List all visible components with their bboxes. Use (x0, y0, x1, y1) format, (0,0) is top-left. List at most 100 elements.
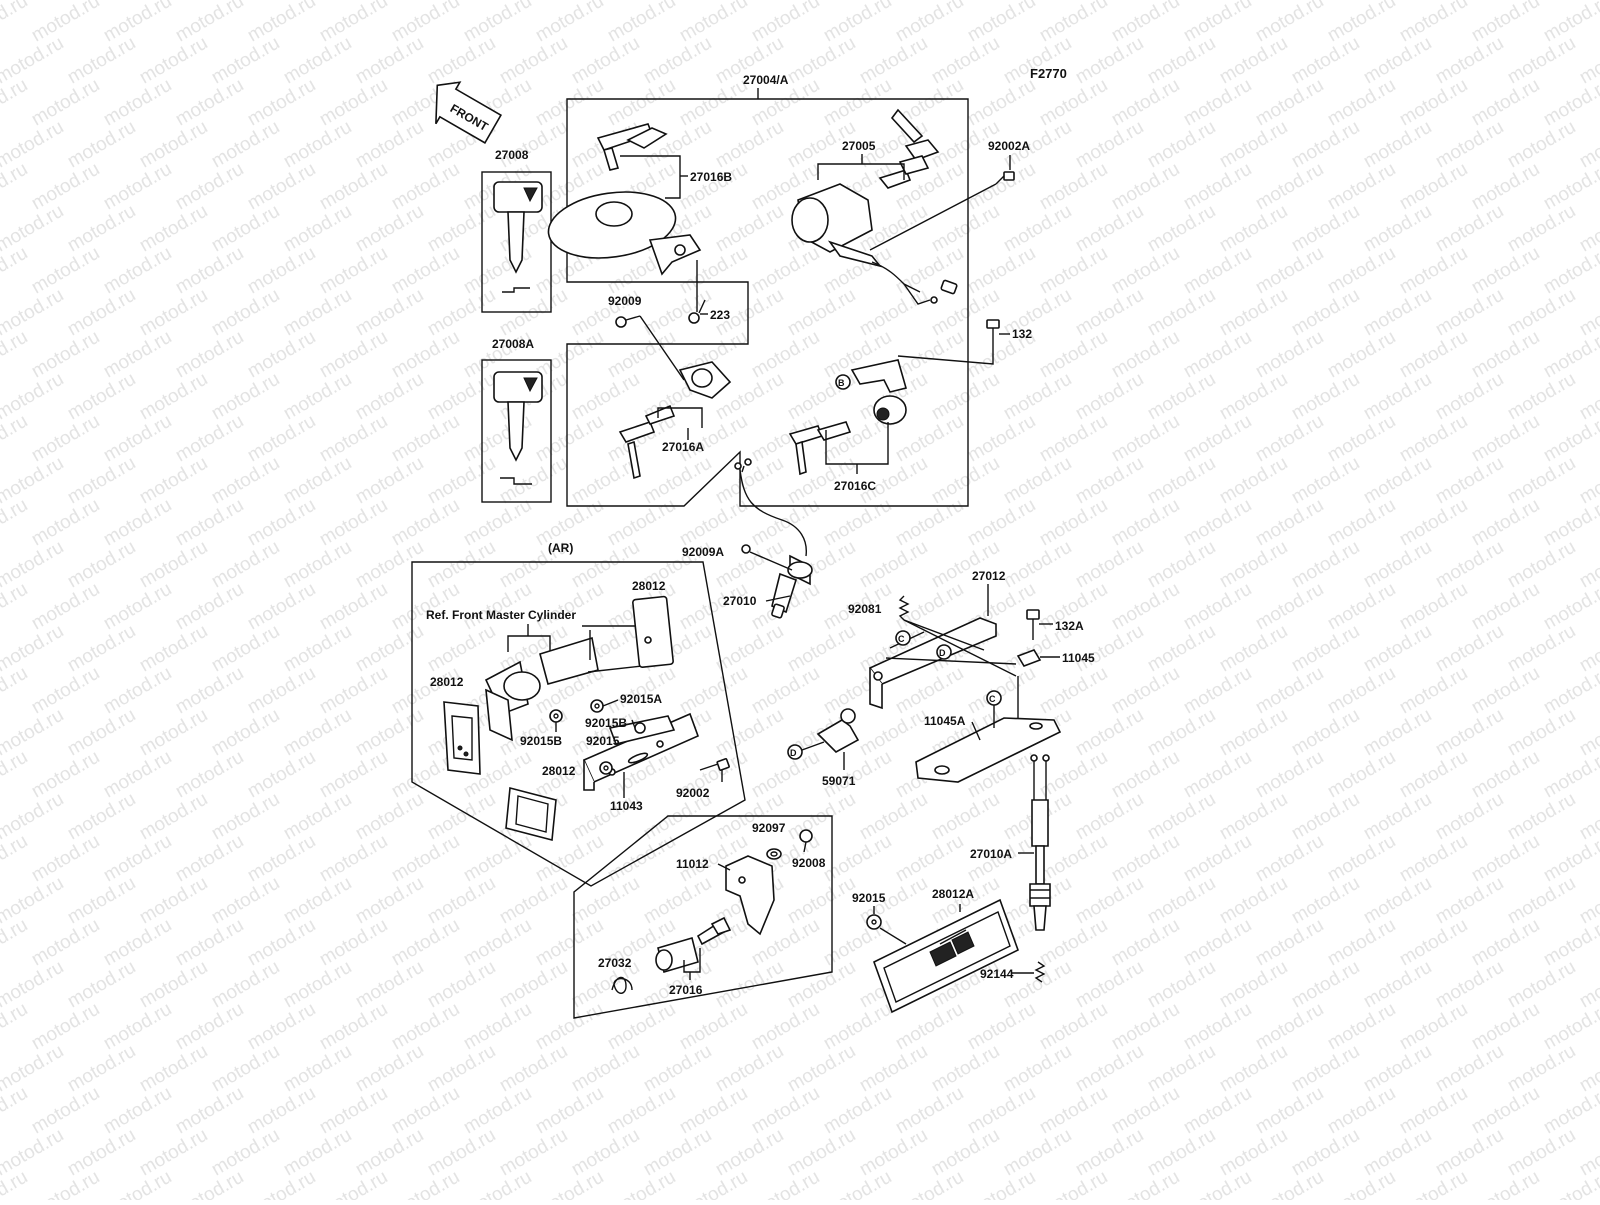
label-92097: 92097 (752, 821, 786, 835)
watermark-text: motod.ru (712, 1041, 787, 1097)
watermark-text: motod.ru (100, 747, 175, 803)
watermark-text: motod.ru (1036, 999, 1111, 1055)
watermark-text: motod.ru (1432, 873, 1507, 929)
watermark-text: motod.ru (424, 621, 499, 677)
watermark-text: motod.ru (1468, 747, 1543, 803)
watermark-text: motod.ru (604, 495, 679, 551)
watermark-text: motod.ru (1396, 999, 1471, 1055)
watermark-text: motod.ru (1468, 243, 1543, 299)
label-11012: 11012 (676, 857, 709, 871)
watermark-text: motod.ru (1396, 831, 1471, 887)
watermark-text: motod.ru (1288, 1125, 1363, 1181)
watermark-text: motod.ru (604, 75, 679, 131)
watermark-text: motod.ru (604, 327, 679, 383)
watermark-text: motod.ru (1144, 285, 1219, 341)
watermark-text: motod.ru (1324, 159, 1399, 215)
watermark-text: motod.ru (352, 453, 427, 509)
watermark-text: motod.ru (1144, 369, 1219, 425)
callout-d-upper: D (936, 644, 952, 660)
watermark-text: motod.ru (820, 999, 895, 1055)
watermark-text: motod.ru (424, 789, 499, 845)
watermark-text: motod.ru (208, 957, 283, 1013)
watermark-text: motod.ru (352, 873, 427, 929)
watermark-text: motod.ru (172, 999, 247, 1055)
label-92015b-lower: 92015B (520, 734, 562, 748)
watermark-text: motod.ru (280, 1041, 355, 1097)
watermark-text: motod.ru (316, 0, 391, 46)
watermark-text: motod.ru (1504, 369, 1579, 425)
watermark-text: motod.ru (928, 369, 1003, 425)
watermark-text: motod.ru (352, 1125, 427, 1181)
watermark-text: motod.ru (1504, 789, 1579, 845)
watermark-text: motod.ru (1504, 537, 1579, 593)
watermark-text: motod.ru (748, 327, 823, 383)
watermark-text: motod.ru (1036, 243, 1111, 299)
reflector-28012-left-icon (443, 701, 481, 775)
watermark-text: motod.ru (352, 537, 427, 593)
key-27008-icon (493, 181, 543, 293)
watermark-text: motod.ru (676, 663, 751, 719)
watermark-text: motod.ru (1180, 579, 1255, 635)
watermark-text: motod.ru (1036, 327, 1111, 383)
label-11045a: 11045A (924, 714, 966, 728)
watermark-text: motod.ru (1468, 1083, 1543, 1139)
watermark-text: motod.ru (1432, 789, 1507, 845)
watermark-text: motod.ru (1324, 747, 1399, 803)
watermark-text: motod.ru (1072, 873, 1147, 929)
watermark-text: motod.ru (316, 999, 391, 1055)
watermark-text: motod.ru (1288, 537, 1363, 593)
watermark-text: motod.ru (28, 243, 103, 299)
watermark-text: motod.ru (1108, 1083, 1183, 1139)
reflector-28012-right-icon (632, 595, 674, 668)
watermark-text: motod.ru (1360, 453, 1435, 509)
label-27010a: 27010A (970, 847, 1012, 861)
watermark-text: motod.ru (1036, 411, 1111, 467)
watermark-text: motod.ru (388, 243, 463, 299)
watermark-text: motod.ru (1108, 0, 1183, 46)
watermark-text: motod.ru (676, 1083, 751, 1139)
watermark-text: motod.ru (1432, 1041, 1507, 1097)
watermark-text: motod.ru (784, 285, 859, 341)
watermark-text: motod.ru (604, 663, 679, 719)
watermark-text: motod.ru (928, 1125, 1003, 1181)
watermark-text: motod.ru (1252, 999, 1327, 1055)
watermark-text: motod.ru (964, 1083, 1039, 1139)
watermark-text: motod.ru (964, 495, 1039, 551)
watermark-text: motod.ru (28, 0, 103, 46)
watermark-text: motod.ru (1324, 915, 1399, 971)
watermark-text: motod.ru (1072, 537, 1147, 593)
watermark-text: motod.ru (352, 369, 427, 425)
watermark-text: motod.ru (568, 1125, 643, 1181)
watermark-text: motod.ru (352, 957, 427, 1013)
reflector-28012a-icon (873, 898, 1019, 1014)
watermark-text: motod.ru (604, 411, 679, 467)
watermark-text: motod.ru (0, 663, 31, 719)
watermark-text: motod.ru (1252, 327, 1327, 383)
watermark-text: motod.ru (1216, 957, 1291, 1013)
watermark-text: motod.ru (352, 1041, 427, 1097)
watermark-text: motod.ru (1468, 999, 1543, 1055)
screw-92009-icon (615, 315, 641, 328)
watermark-text: motod.ru (208, 789, 283, 845)
watermark-text: motod.ru (316, 495, 391, 551)
watermark-text: motod.ru (100, 243, 175, 299)
watermark-text: motod.ru (712, 621, 787, 677)
watermark-text: motod.ru (0, 999, 31, 1055)
watermark-text: motod.ru (928, 1041, 1003, 1097)
label-92015b-upper: 92015B (585, 716, 627, 730)
watermark-text: motod.ru (1180, 495, 1255, 551)
watermark-text: motod.ru (1396, 75, 1471, 131)
label-28012a: 28012A (932, 887, 974, 901)
watermark-text: motod.ru (28, 831, 103, 887)
watermark-text: motod.ru (1216, 1041, 1291, 1097)
watermark-text: motod.ru (1144, 201, 1219, 257)
watermark-text: motod.ru (1252, 1167, 1327, 1200)
watermark-text: motod.ru (460, 1167, 535, 1200)
spring-92144-icon (1034, 961, 1046, 983)
watermark-text: motod.ru (1288, 621, 1363, 677)
watermark-text: motod.ru (100, 999, 175, 1055)
watermark-text: motod.ru (208, 621, 283, 677)
watermark-text: motod.ru (280, 537, 355, 593)
label-11045: 11045 (1062, 651, 1095, 665)
watermark-text: motod.ru (64, 1125, 139, 1181)
